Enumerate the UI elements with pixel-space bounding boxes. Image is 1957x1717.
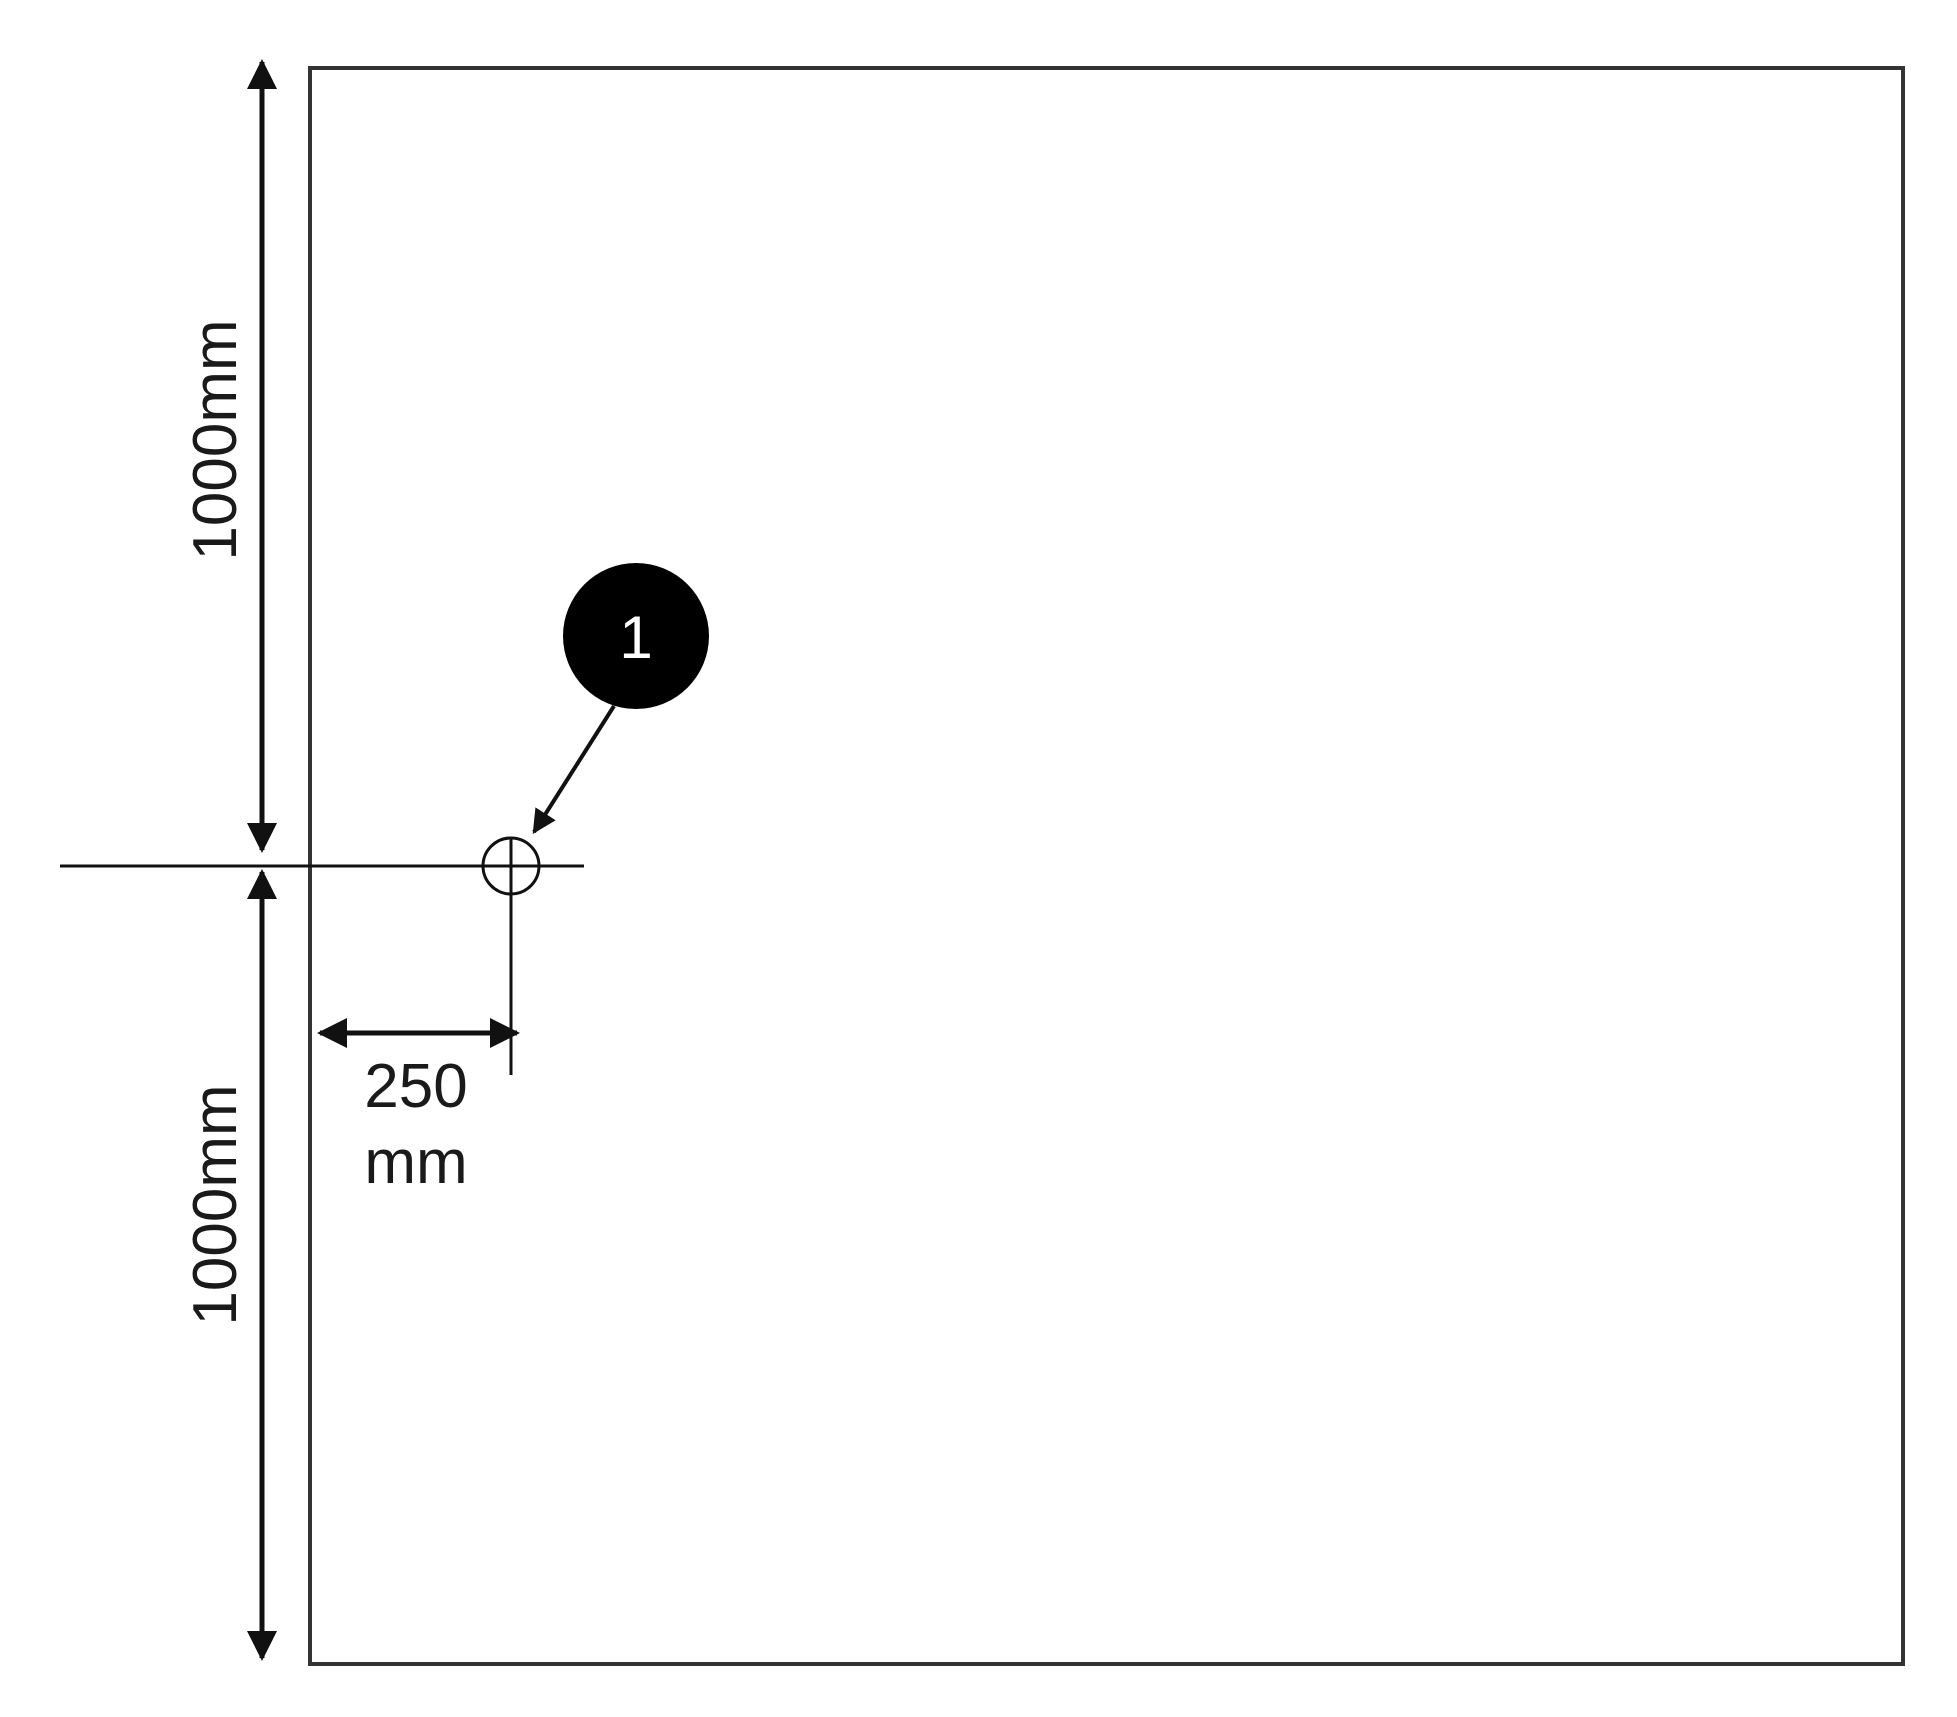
callout-badge: 1: [563, 563, 709, 709]
top-vertical-dimension-label: 1000mm: [181, 319, 250, 560]
callout-leader-arrow: [532, 704, 616, 835]
target-point-icon: [481, 836, 541, 896]
callout-number: 1: [619, 604, 652, 671]
bottom-vertical-dimension-label: 1000mm: [181, 1084, 250, 1325]
horizontal-offset-value: 250: [364, 1052, 467, 1121]
horizontal-offset-unit: mm: [364, 1128, 467, 1197]
